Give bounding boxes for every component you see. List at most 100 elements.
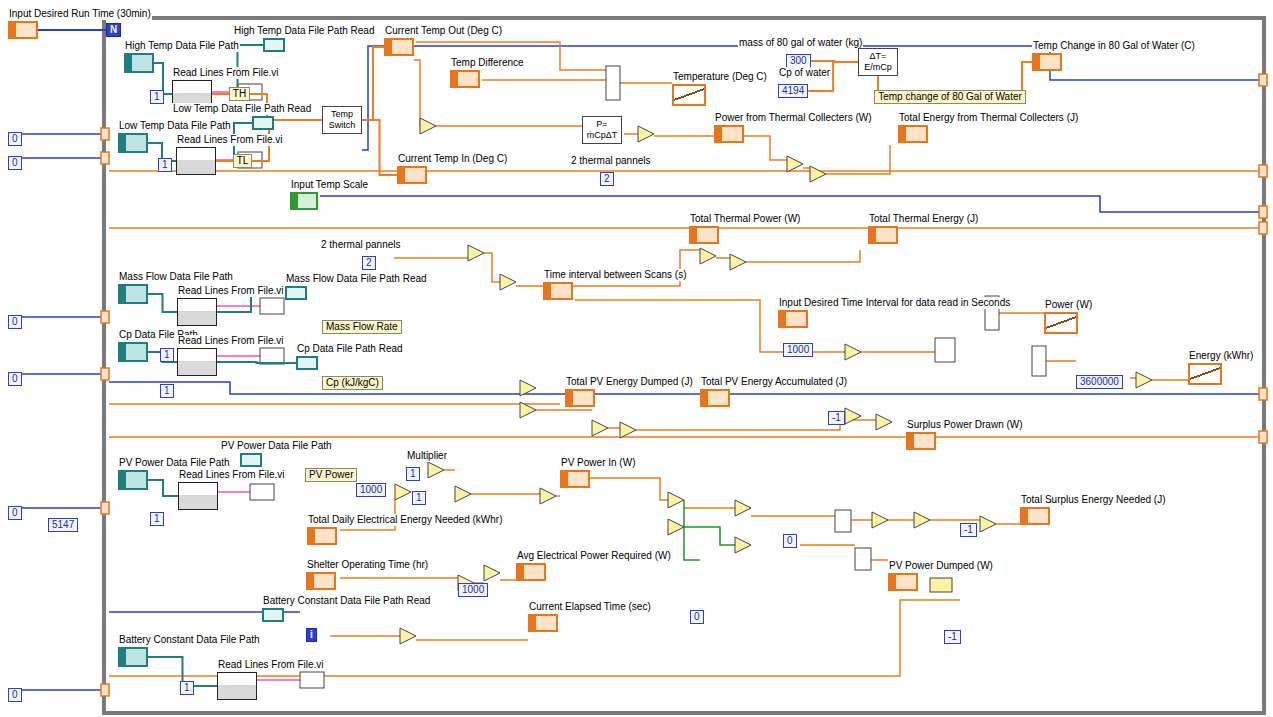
terminal-label: Time interval between Scans (s) [543,269,687,281]
numeric-constant: 1 [160,380,174,398]
arithmetic-function [428,462,444,478]
numeric-constant: 0 [8,684,22,702]
subvi-node: Read Lines From File.vi [178,464,286,510]
arithmetic-function [810,166,826,182]
numeric-constant: 1 [180,677,194,695]
waveform-chart-icon [1188,363,1222,385]
numeric-constant: 1 [412,487,426,505]
node-text: ΔT= E/mCp [858,48,898,76]
wire [484,253,500,282]
numeric-indicator: Time interval between Scans (s) [543,264,687,300]
numeric-indicator-icon [700,389,730,407]
numeric-constant: 0 [783,530,797,548]
terminal-label: Total Surplus Energy Needed (J) [1020,494,1167,506]
path-indicator-icon [240,453,262,467]
formula-node: ΔT= E/mCp [858,48,898,76]
arithmetic-function [592,420,608,436]
numeric-indicator-icon [306,572,336,590]
terminal-label: Battery Constant Data File Path Read [262,595,431,607]
numeric-indicator: Total PV Energy Dumped (J) [565,371,694,407]
path-indicator: Mass Flow Data File Path Read [285,268,428,300]
numeric-constant: 0 [8,368,22,386]
numeric-indicator-icon [714,125,744,143]
numeric-indicator-icon [1032,53,1062,71]
terminal-label: Input Desired Time Interval for data rea… [778,297,1011,309]
terminal-label: Shelter Operating Time (hr) [306,559,429,571]
arithmetic-function [520,380,536,396]
terminal-label: Avg Electrical Power Required (W) [516,550,672,562]
numeric-constant: 5147 [48,514,78,532]
terminal-label: Current Temp Out (Deg C) [384,25,503,37]
wire-label: Cp (kJ/kgC) [322,376,383,390]
wire [620,82,672,84]
subvi-node-icon [177,298,217,326]
constant-value: 1 [412,491,426,505]
wire [516,250,700,286]
wire [22,507,101,509]
waveform-chart-icon [672,84,706,106]
waveform-chart: Temperature (Deg C) [672,66,768,106]
terminal-label: Read Lines From File.vi [177,335,285,347]
constant-label: 2 thermal pannels [570,155,652,167]
constant-value: -1 [960,523,977,537]
numeric-indicator-icon [307,527,337,545]
enum-control: Input Temp Scale [290,174,369,210]
numeric-constant: 1 [150,86,164,104]
shift-register [1259,222,1267,234]
numeric-constant: -1 [828,407,845,425]
numeric-indicator: Shelter Operating Time (hr) [306,554,429,590]
wire [684,508,1020,524]
path-control-icon [124,53,154,73]
arithmetic-function [876,414,892,430]
numeric-indicator: PV Power In (W) [560,452,636,488]
arithmetic-function [500,274,516,290]
increment-function [400,628,416,644]
terminal-label: Total PV Energy Accumulated (J) [700,376,848,388]
wire-label: PV Power [305,468,357,482]
constant-value: -1 [828,411,845,425]
shift-register [1259,431,1267,443]
enum-control-icon [290,192,318,210]
shift-register [1259,206,1267,218]
terminal-label: High Temp Data File Path Read [233,25,375,37]
wire [109,403,560,405]
path-indicator: Cp Data File Path Read [296,338,404,370]
terminal-label: PV Power Dumped (W) [888,560,994,572]
path-indicator-icon [296,356,318,370]
numeric-constant: 0 [690,606,704,624]
numeric-indicator: Current Temp In (Deg C) [397,148,508,184]
wire [38,29,106,31]
terminal-label: Total Thermal Power (W) [689,213,801,225]
constant-value: 1 [406,467,420,481]
constant-value: 300 [786,54,811,68]
wire [148,294,177,312]
arithmetic-function [787,156,803,172]
wire [22,689,101,691]
wire [217,362,296,363]
shift-register [101,684,109,696]
select-function [855,548,871,570]
constant-value: 0 [8,315,22,329]
numeric-indicator-icon [543,282,573,300]
shift-register [101,311,109,323]
logic-function [735,537,751,553]
index-array [260,298,284,314]
waveform-chart: Energy (kWhr) [1188,345,1254,385]
labeled-constant: Cp of water4194 [778,62,831,98]
terminal-label: Cp Data File Path Read [296,343,404,355]
wire [330,636,528,640]
constant-value: 5147 [48,518,78,532]
formula-node: P= ṁCpΔT [582,116,622,144]
constant-label: 2 thermal pannels [320,239,402,251]
numeric-indicator-icon [516,563,546,581]
arithmetic-function [484,565,500,581]
wire [800,545,888,560]
wire-label: TH [229,87,250,101]
numeric-indicator-icon [906,432,936,450]
wire [148,480,178,496]
wire [624,133,638,135]
path-control-icon [118,647,148,667]
numeric-constant: 0 [8,311,22,329]
wait-function [935,338,955,362]
